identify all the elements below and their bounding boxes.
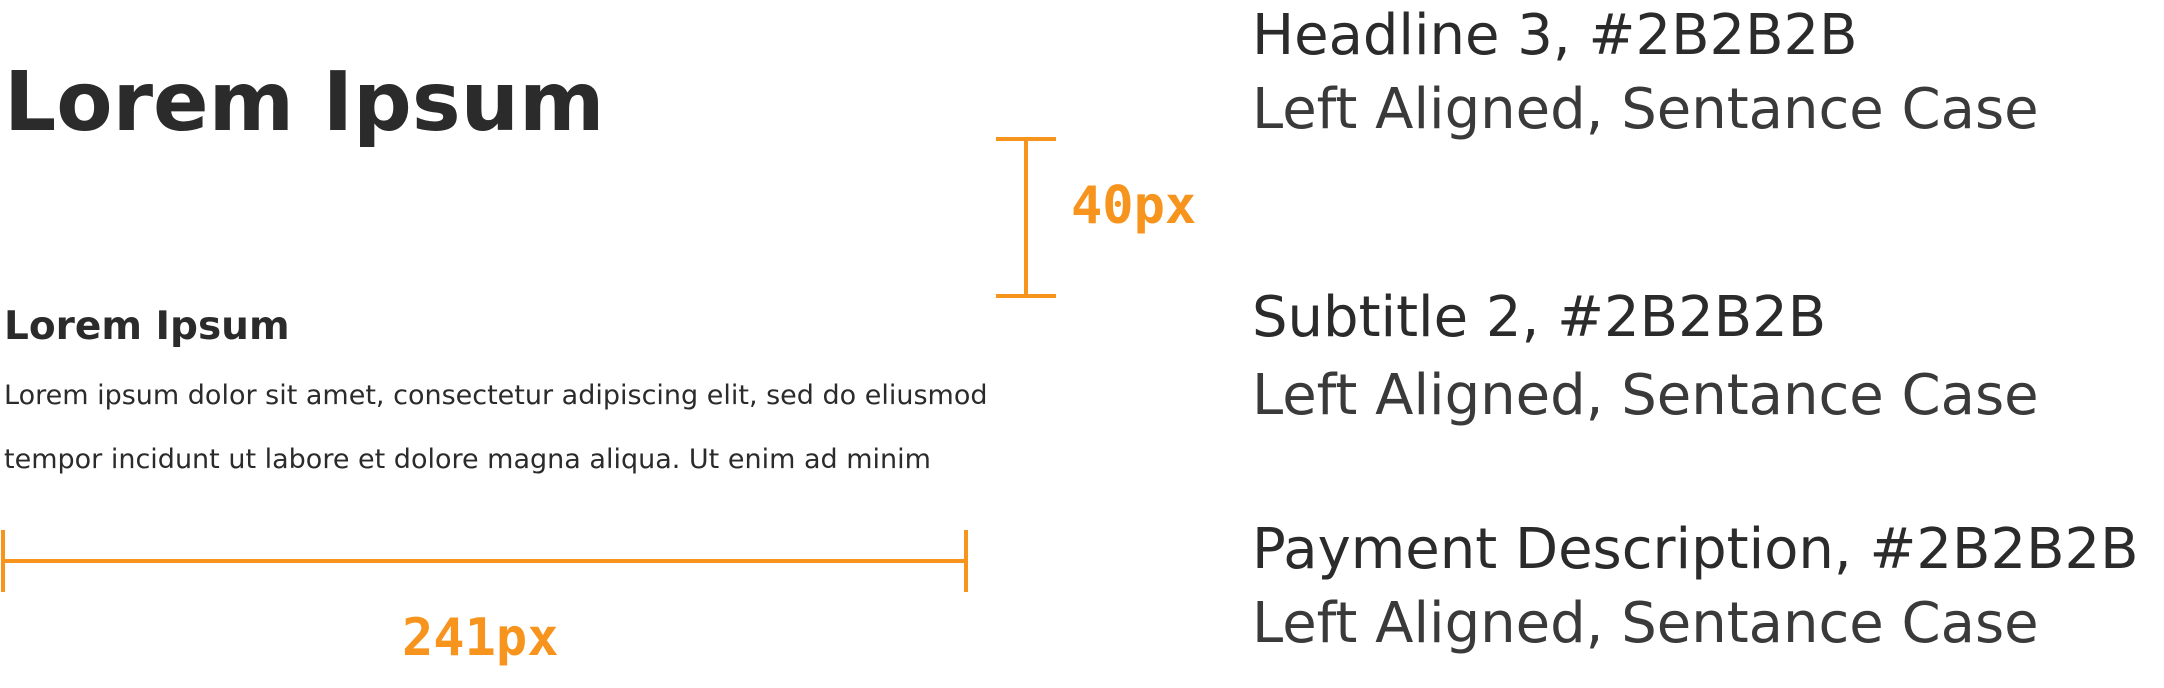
spec-headline-name: Headline 3, #2B2B2B	[1252, 3, 1858, 68]
width-bracket	[1, 530, 968, 592]
spec-description-alignment: Left Aligned, Sentance Case	[1252, 591, 2039, 656]
spec-subtitle-alignment: Left Aligned, Sentance Case	[1252, 363, 2039, 428]
width-label: 241px	[402, 608, 559, 668]
sample-subtitle: Lorem Ipsum	[4, 304, 290, 349]
spec-description-name: Payment Description, #2B2B2B	[1252, 517, 2139, 582]
spec-subtitle-name: Subtitle 2, #2B2B2B	[1252, 285, 1827, 350]
sample-headline: Lorem Ipsum	[4, 55, 605, 150]
vertical-spacing-label: 40px	[1071, 176, 1197, 236]
vertical-spacing-bracket	[996, 137, 1056, 298]
spec-headline-alignment: Left Aligned, Sentance Case	[1252, 77, 2039, 142]
sample-description-line-2: tempor incidunt ut labore et dolore magn…	[4, 444, 931, 475]
sample-description-line-1: Lorem ipsum dolor sit amet, consectetur …	[4, 380, 988, 411]
